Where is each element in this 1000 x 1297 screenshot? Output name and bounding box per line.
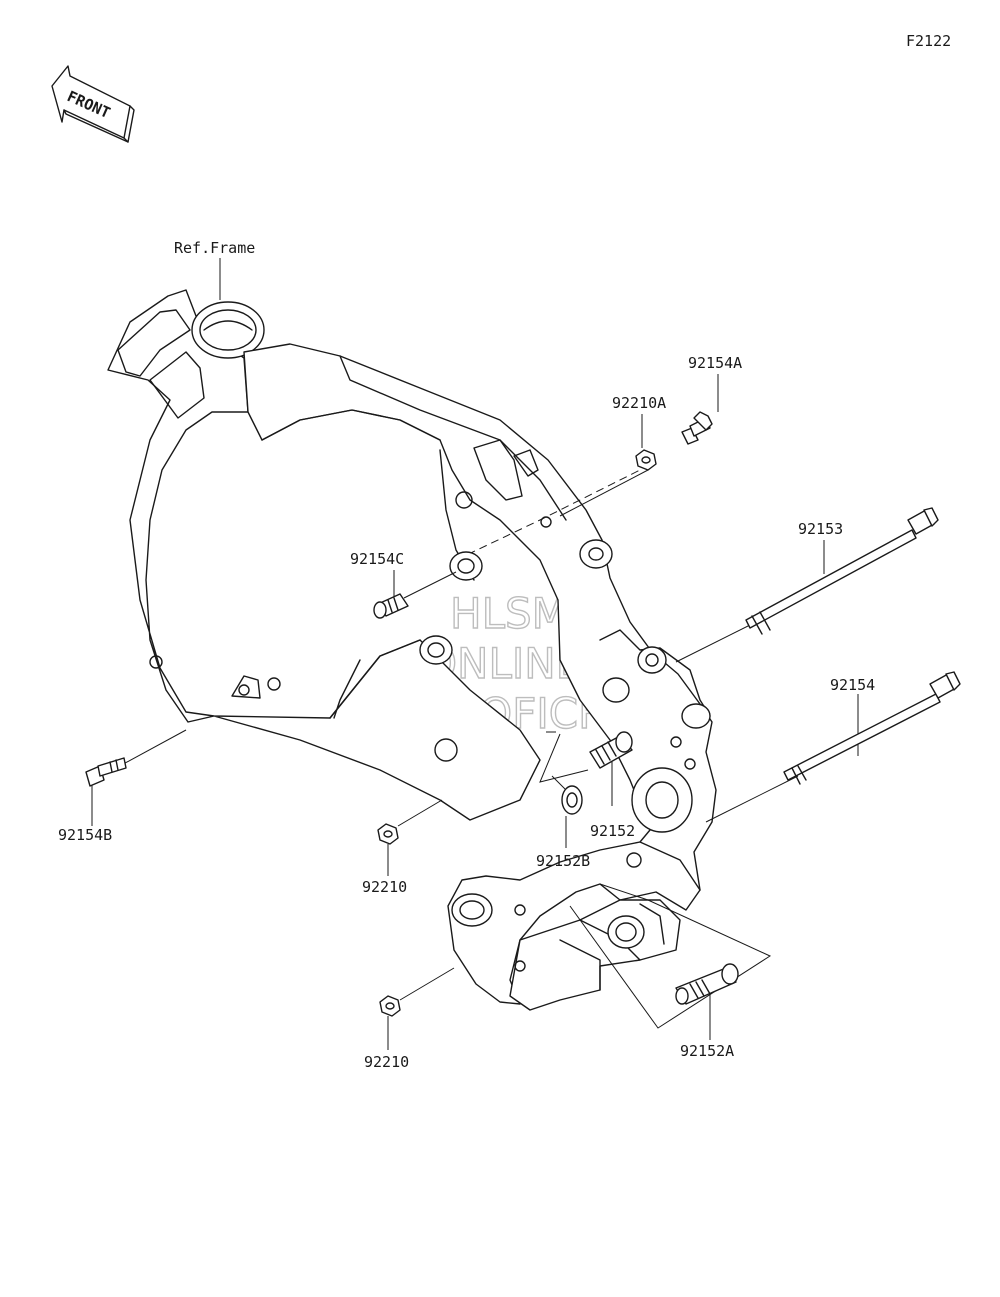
front-arrow-icon: FRONT xyxy=(51,65,135,143)
nut-92210-lower-icon xyxy=(379,995,401,1017)
collar-92152-icon xyxy=(589,731,633,769)
label-92154a: 92154A xyxy=(688,354,742,372)
figure-code: F2122 xyxy=(906,32,951,50)
part-labels: Ref.Frame 92154A 92210A 92153 92154C 921… xyxy=(58,239,875,1071)
watermark-line-1: HLSM xyxy=(450,589,568,638)
nut-92210a-icon xyxy=(635,449,657,471)
frame-illustration xyxy=(107,289,717,1011)
label-92154c: 92154C xyxy=(350,550,404,568)
bolt-92154a-icon xyxy=(681,411,713,445)
label-92152: 92152 xyxy=(590,822,635,840)
label-92154: 92154 xyxy=(830,676,875,694)
label-92210a: 92210A xyxy=(612,394,666,412)
label-92152b: 92152B xyxy=(536,852,590,870)
bolt-92154-icon xyxy=(783,671,961,785)
fasteners xyxy=(85,411,961,1017)
sleeve-92154c-icon xyxy=(373,593,409,619)
upper-mount-boss xyxy=(449,551,483,581)
leader-lines xyxy=(91,258,859,1050)
steering-head xyxy=(191,301,265,359)
label-92153: 92153 xyxy=(798,520,843,538)
nut-92210-upper-icon xyxy=(377,823,399,845)
label-92210-lower: 92210 xyxy=(364,1053,409,1071)
label-92210-upper: 92210 xyxy=(362,878,407,896)
collar-92152a-icon xyxy=(675,963,739,1005)
bolt-92154b-icon xyxy=(85,757,127,787)
ref-frame-label: Ref.Frame xyxy=(174,239,255,257)
rear-mount-boss xyxy=(631,767,693,833)
lower-mount-boss xyxy=(607,915,645,949)
label-92152a: 92152A xyxy=(680,1042,734,1060)
label-92154b: 92154B xyxy=(58,826,112,844)
bolt-92153-icon xyxy=(745,507,939,635)
spacer-92152b-icon xyxy=(561,785,583,815)
